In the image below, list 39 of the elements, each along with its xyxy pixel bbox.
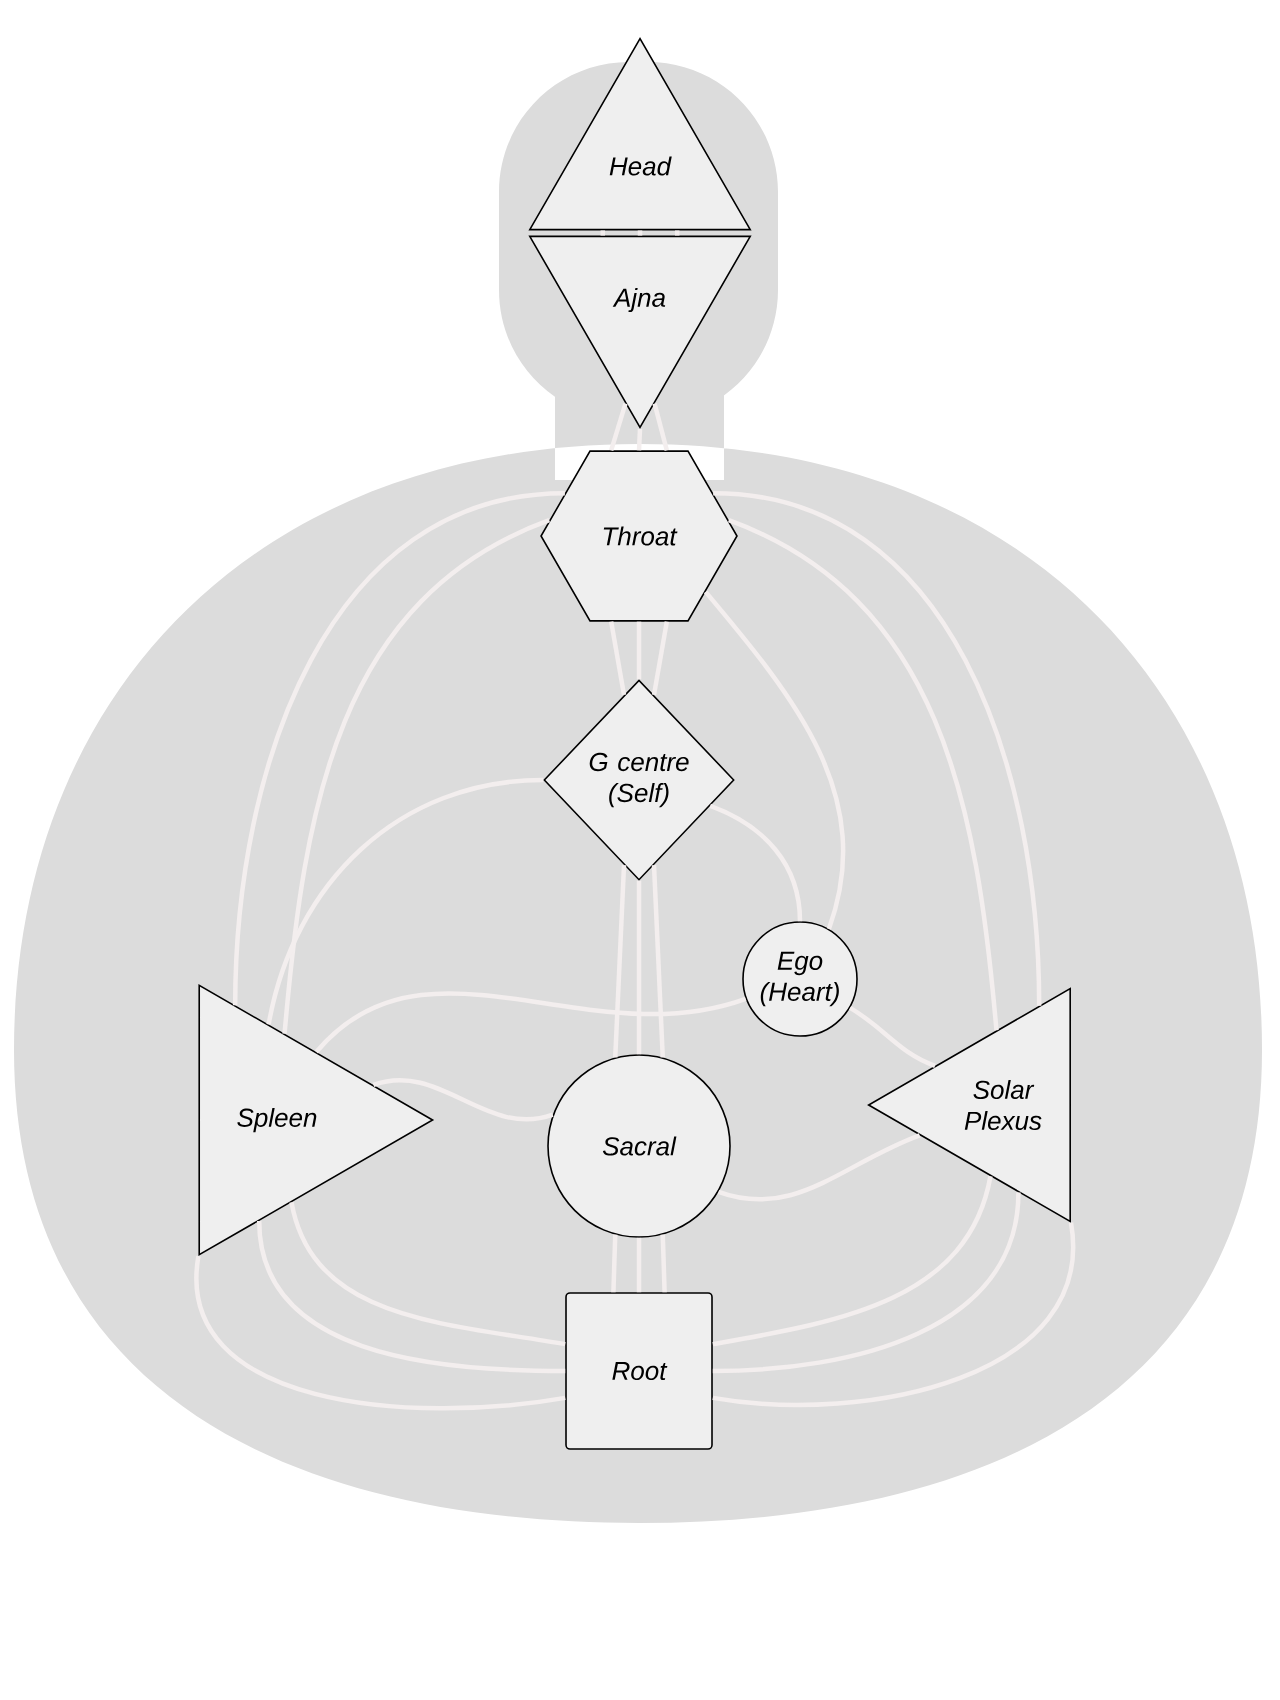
triangle-node: Head xyxy=(528,37,752,231)
channel-line xyxy=(372,1078,554,1122)
channel-line xyxy=(651,621,670,696)
channel-line xyxy=(848,1006,936,1068)
channel-line xyxy=(727,518,999,1031)
channel-line xyxy=(636,621,642,680)
channel-line xyxy=(256,1220,566,1374)
channel-line xyxy=(636,1237,642,1293)
channel-line xyxy=(709,803,803,922)
channel-line xyxy=(636,880,642,1055)
channel-line xyxy=(712,490,1042,1006)
channel-line xyxy=(600,230,606,236)
channel-line xyxy=(660,1234,667,1293)
hexagon-node: Throat xyxy=(540,450,738,622)
circle-node: Ego (Heart) xyxy=(742,921,858,1037)
channel-line xyxy=(651,864,665,1058)
diamond-node: G centre (Self) xyxy=(543,679,735,881)
channel-line xyxy=(314,991,747,1054)
channel-line xyxy=(703,590,845,930)
channel-line xyxy=(608,621,627,696)
triangle-node: Solar Plexus xyxy=(867,987,1071,1223)
channel-line xyxy=(674,230,680,236)
channel-line xyxy=(712,1192,1021,1374)
channel-line xyxy=(717,1133,921,1202)
channel-line xyxy=(611,1234,618,1293)
channel-line xyxy=(194,1256,566,1411)
channel-line xyxy=(636,428,643,451)
circle-node: Sacral xyxy=(547,1054,731,1238)
channel-line xyxy=(232,490,566,1006)
channel-line xyxy=(712,1222,1075,1408)
channel-line xyxy=(609,403,628,451)
channel-line xyxy=(266,777,544,1025)
square-node: Root xyxy=(565,1292,713,1450)
channel-line xyxy=(613,864,627,1058)
channel-line xyxy=(712,1175,993,1347)
channel-line xyxy=(637,230,643,236)
channel-line xyxy=(652,403,669,451)
channel-line xyxy=(289,1201,566,1347)
channel-line xyxy=(282,518,551,1034)
